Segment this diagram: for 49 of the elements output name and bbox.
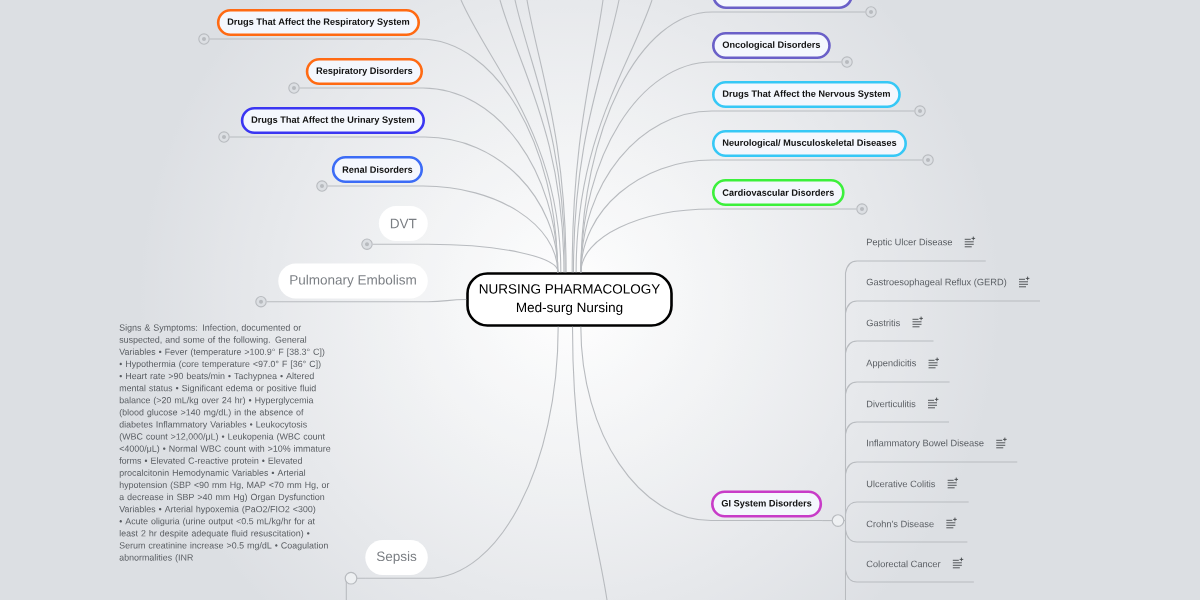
connector-line <box>571 326 608 600</box>
connector-line <box>460 0 562 273</box>
topic-bubble: Sepsis <box>365 540 428 575</box>
connector-line <box>499 0 565 273</box>
topic-pill: Cardiovascular Disorders <box>712 178 845 207</box>
subtopic-item: Diverticulitis <box>856 400 950 423</box>
connector-line <box>844 300 858 314</box>
topic-pill <box>712 0 853 9</box>
connector-line <box>844 569 858 583</box>
subtopic-item: Appendicitis <box>856 359 951 383</box>
connector-line <box>844 272 847 522</box>
topic-pill: Neurological/ Musculoskeletal Diseases <box>712 129 907 158</box>
connector-line <box>580 208 713 273</box>
connector-line <box>571 0 604 273</box>
topic-pill: Drugs That Affect the Nervous System <box>712 80 901 109</box>
note-text: Signs & Symptoms: Infection, documented or suspected, and some of the following. General Variables • Fever (temperature >100.9° F [38.3° C]) • Hypothermia (core temperature <97.0° F [36° C]) • Heart rate >90 beats/min • Tachypnea • Altered mental status • Significant edema or positive fluid balance (>20 mL/kg over 24 hr) • Hyperglycemia (blood glucose >140 mg/dL) in the absence of diabetes Inflammatory Variables • Leukocytosis (WBC count >12,000/μL) • Leukopenia (WBC count <4000/μL) • Normal WBC count with >10% immature forms • Elevated C-reactive protein • Elevated procalcitonin Hemodynamic Variables • Arterial hypotension (SBP <90 mm Hg, MAP <70 mm Hg, or a decrease in SBP >40 mm Hg) Organ Dysfunction Variables • Arterial hypoxemia (PaO2/FIO2 <300) • Acute oliguria (urine output <0.5 mL/kg/hr for at least 2 hr despite adequate fluid resuscitation) • Serum creatinine increase >0.5 mg/dL • Coagulation abnormalities (INR <box>119 324 331 563</box>
subtopic-item: Ulcerative Colitis <box>856 480 970 503</box>
topic-pill: GI System Disorders <box>711 490 823 518</box>
connector-line <box>844 260 858 274</box>
topic-pill: Respiratory Disorders <box>305 57 423 86</box>
connector-line <box>844 461 858 475</box>
central-topic: NURSING PHARMACOLOGY Med-surg Nursing <box>466 272 673 327</box>
connector-line <box>575 0 653 273</box>
topic-pill: Oncological Disorders <box>712 31 831 60</box>
topic-bubble: DVT <box>378 206 428 241</box>
subtopic-item: Crohn's Disease <box>856 520 968 543</box>
connector-line <box>345 577 366 600</box>
connector-line <box>844 501 858 515</box>
subtopic-item: Colorectal Cancer <box>856 560 975 583</box>
connector-line <box>526 0 567 273</box>
connector-line <box>427 326 559 579</box>
connector-line <box>514 0 566 273</box>
subtopic-item: Gastritis <box>856 319 935 342</box>
topic-pill: Renal Disorders <box>331 155 423 184</box>
connector-line <box>844 421 858 435</box>
subtopic-item: Gastroesophageal Reflux (GERD) <box>856 278 1041 302</box>
subtopic-item: Peptic Ulcer Disease <box>856 238 987 262</box>
subtopic-item: Inflammatory Bowel Disease <box>856 439 1018 463</box>
connector-line <box>572 0 620 273</box>
connector-line <box>844 340 858 354</box>
connector-line <box>844 520 847 571</box>
connector-line <box>427 243 559 273</box>
connector-line <box>821 520 847 522</box>
topic-pill: Drugs That Affect the Urinary System <box>240 106 425 135</box>
connector-line <box>844 529 858 543</box>
connector-line <box>580 326 712 522</box>
connector-line <box>844 381 858 395</box>
topic-pill: Drugs That Affect the Respiratory System <box>216 8 420 37</box>
connector-line <box>427 298 467 303</box>
